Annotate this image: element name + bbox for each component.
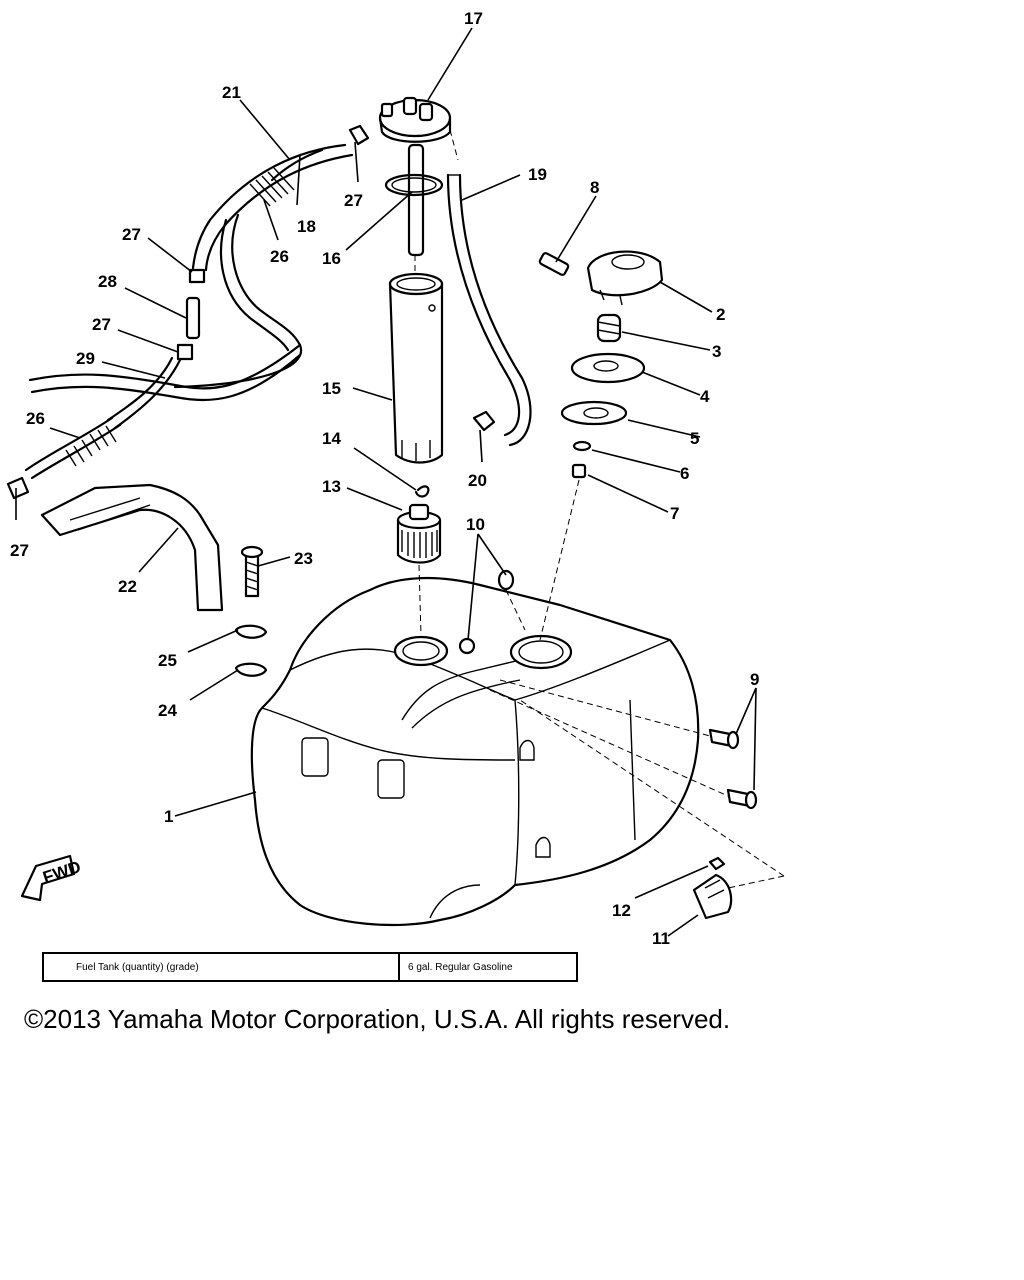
fwd-arrow-icon: FWD [20,854,83,902]
callout-8: 8 [590,178,599,197]
o-ring-part-16 [384,173,444,197]
callout-4: 4 [700,387,710,406]
callout-22: 22 [118,577,137,596]
callout-17: 17 [464,9,483,28]
callout-21: 21 [222,83,241,102]
strainer-part-15 [388,281,444,464]
plate-part-4 [570,352,646,384]
bracket-part-22 [40,483,224,612]
callout-6: 6 [680,464,689,483]
callout-26-top: 26 [270,247,289,266]
leader-lines [15,27,757,937]
washer-part-6 [572,440,592,452]
callout-19: 19 [528,165,547,184]
callout-12: 12 [612,901,631,920]
fitting-27-top [348,124,370,146]
grommet-part-10a [497,569,515,591]
callout-5: 5 [690,429,699,448]
callout-18: 18 [297,217,316,236]
callout-11: 11 [652,929,670,948]
sender-unit-part-17 [378,96,459,161]
callout-23: 23 [294,549,313,568]
callout-16: 16 [322,249,341,268]
callout-13: 13 [322,477,341,496]
fitting-27-middle [176,343,194,361]
callout-7: 7 [670,504,679,523]
clip-part-14 [414,485,430,498]
copyright-notice: ©2013 Yamaha Motor Corporation, U.S.A. A… [24,1004,731,1034]
callout-27-top: 27 [344,191,363,210]
callout-27-lower: 27 [10,541,29,560]
callout-24: 24 [158,701,177,720]
pickup-tube [384,143,444,464]
grommet-part-10b [458,637,476,655]
callout-27-upper: 27 [122,225,141,244]
fitting-27-upper [188,268,206,284]
fitting-27-lower [6,476,30,500]
bolts-part-9 [708,728,758,810]
callout-labels: 17 21 19 8 27 18 27 26 16 28 2 27 3 29 1… [10,9,759,948]
spec-value: 6 gal. Regular Gasoline [408,961,513,973]
filter-part-13 [396,485,442,636]
callout-14: 14 [322,429,341,448]
callout-1: 1 [164,807,173,826]
callout-3: 3 [712,342,721,361]
callout-9: 9 [750,670,759,689]
bolt-part-23 [240,545,264,598]
damper-part-25 [234,624,268,639]
screw-part-12 [708,856,726,871]
fuel-tank-exploded-diagram: FWD [6,9,785,948]
return-hose-part-19 [446,173,532,447]
clamp-part-11 [692,873,733,920]
callout-26-lower: 26 [26,409,45,428]
fuel-tank-part-1 [250,576,700,927]
callout-27-middle: 27 [92,315,111,334]
spec-table: Fuel Tank (quantity) (grade) 6 gal. Regu… [42,952,578,982]
gasket-part-5 [560,400,628,426]
pipe-part-28 [185,296,201,340]
callout-25: 25 [158,651,177,670]
callout-28: 28 [98,272,117,291]
spec-label: Fuel Tank (quantity) (grade) [44,954,400,980]
callout-15: 15 [322,379,341,398]
fuel-hoses [6,124,370,500]
grommet-part-24 [234,662,268,677]
clamp-part-20 [472,410,496,432]
fuel-cap-part-2 [586,250,664,306]
callout-2: 2 [716,305,725,324]
callout-20: 20 [468,471,487,490]
callout-29: 29 [76,349,95,368]
callout-10: 10 [466,515,485,534]
spring-part-3 [596,313,622,343]
pin-part-8 [538,252,570,276]
nut-part-7 [571,463,587,479]
